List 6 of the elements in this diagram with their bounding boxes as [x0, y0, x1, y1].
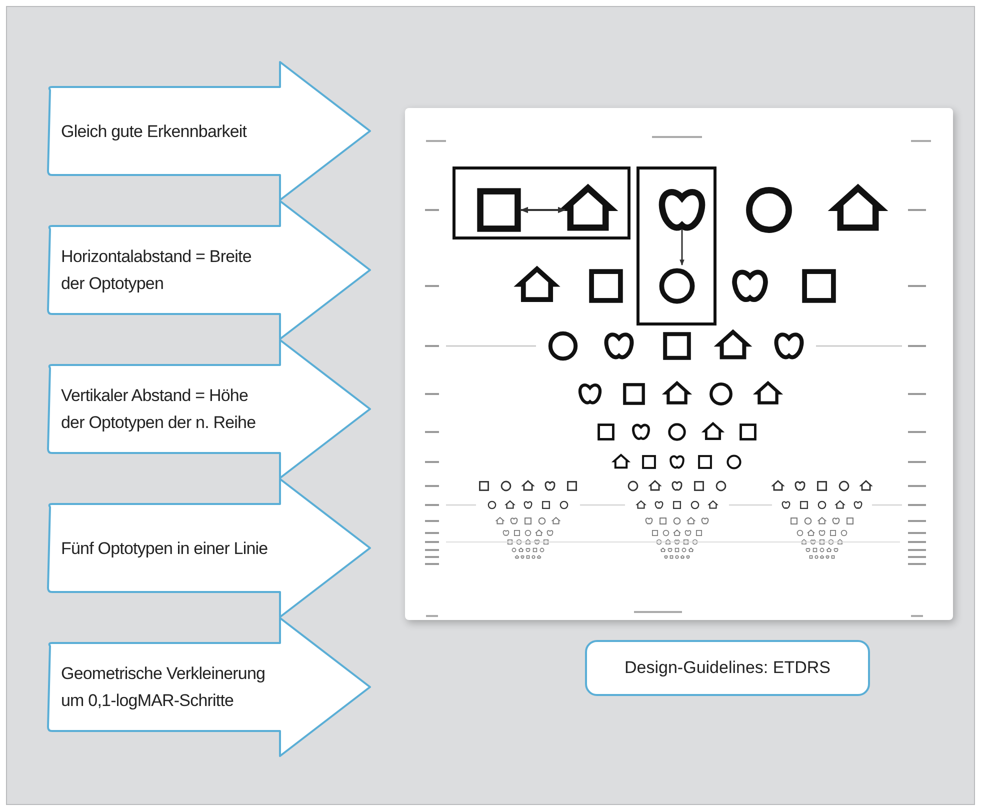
- pointed-text-panel: Vertikaler Abstand = Höhe der Optotypen der n. Reihe: [47, 339, 371, 479]
- caption-box: Design-Guidelines: ETDRS: [585, 640, 870, 696]
- pointed-text-panel: Gleich gute Erkennbarkeit: [47, 61, 371, 201]
- pointed-text-panel: Geometrische Verkleinerung um 0,1-logMAR-Schritte: [47, 617, 371, 757]
- pointed-text-panel: Fünf Optotypen in einer Linie: [47, 478, 371, 618]
- pointed-text-panel: Horizontalabstand = Breite der Optotypen: [47, 200, 371, 340]
